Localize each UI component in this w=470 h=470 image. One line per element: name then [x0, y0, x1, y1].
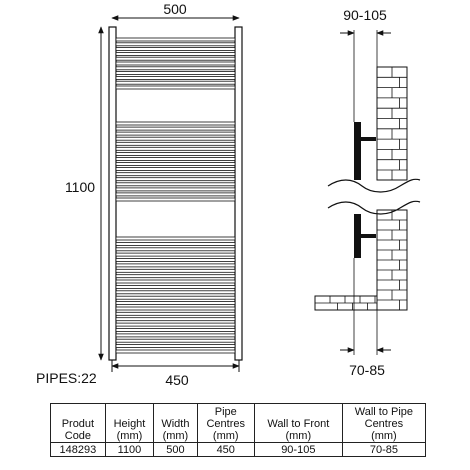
radiator-bar [115, 151, 236, 156]
radiator-bar [115, 295, 236, 300]
radiator-bar [115, 121, 236, 126]
radiator-bar [115, 241, 236, 246]
header-height: Height(mm) [104, 403, 155, 443]
width-dimension: 500 [111, 1, 240, 21]
radiator-bar [115, 71, 236, 75]
radiator-bar [115, 290, 236, 295]
radiator-side-view: 90-105 70-85 [314, 7, 421, 378]
radiator-front-view [108, 26, 243, 361]
radiator-bar [115, 263, 236, 268]
value-width: 500 [153, 442, 198, 457]
break-line-upper [327, 178, 421, 193]
radiator-bar [115, 344, 236, 349]
radiator-bar [115, 301, 236, 306]
radiator-bar [115, 177, 236, 182]
radiator-bar [115, 172, 236, 177]
width-label: 500 [163, 1, 187, 17]
radiator-bar [115, 258, 236, 262]
radiator-bar [115, 322, 236, 327]
radiator-bar [115, 37, 236, 42]
radiator-bar [115, 252, 236, 257]
radiator-bar [115, 187, 236, 192]
radiator-bar [115, 157, 236, 161]
wall-bracket-lower [361, 234, 376, 238]
radiator-bar [115, 47, 236, 51]
value-wall-to-pipe-centres: 70-85 [341, 442, 427, 457]
brick-wall-lower [376, 209, 408, 311]
radiator-bar [115, 311, 236, 316]
radiator-profile-lower [354, 214, 361, 258]
brick-wall-upper [376, 66, 408, 181]
pipes-label: PIPES:22 [36, 370, 97, 386]
header-width: Width(mm) [153, 403, 198, 443]
radiator-bar [115, 42, 236, 47]
right-rail [234, 26, 243, 361]
radiator-bar [115, 136, 236, 141]
radiator-bar [115, 66, 236, 71]
header-wall-to-front: Wall to Front(mm) [253, 403, 343, 443]
floor-ledge-bricks [314, 295, 378, 311]
radiator-bar [115, 328, 236, 332]
radiator-bar [115, 349, 236, 354]
radiator-bar [115, 141, 236, 146]
radiator-bar [115, 146, 236, 151]
value-wall-to-front: 90-105 [253, 442, 343, 457]
radiator-bar [115, 56, 236, 61]
radiator-bar [115, 284, 236, 289]
radiator-bar [115, 80, 236, 85]
wall-bracket-upper [361, 137, 376, 141]
radiator-bar [115, 76, 236, 80]
radiator-bar [115, 162, 236, 166]
pipe-centres-label: 450 [165, 372, 189, 388]
radiator-bar [115, 333, 236, 338]
value-product-code: 148293 [50, 442, 106, 457]
radiator-bar [115, 279, 236, 284]
radiator-bar [115, 182, 236, 187]
radiator-bar [115, 317, 236, 322]
left-rail [108, 26, 117, 361]
wall-to-front-label: 90-105 [343, 7, 387, 23]
value-pipe-centres: 450 [196, 442, 255, 457]
radiator-bar [115, 192, 236, 197]
radiator-bar [115, 338, 236, 343]
radiator-bar [115, 306, 236, 311]
radiator-bar [115, 85, 236, 90]
radiator-profile-upper [354, 122, 361, 180]
radiator-bar [115, 236, 236, 241]
break-line-lower [327, 200, 421, 215]
radiator-bar [115, 61, 236, 66]
spec-value-row: 148293 1100 500 450 90-105 70-85 [50, 442, 427, 457]
radiator-bar [115, 247, 236, 252]
height-label: 1100 [65, 179, 95, 195]
value-height: 1100 [104, 442, 155, 457]
radiator-bar [115, 52, 236, 56]
radiator-bar [115, 126, 236, 131]
radiator-bar [115, 167, 236, 172]
radiator-bar [115, 268, 236, 273]
pipe-centres-dimension: 450 [111, 360, 240, 388]
wall-to-pipe-centres-label: 70-85 [349, 362, 385, 378]
radiator-bar [115, 131, 236, 136]
radiator-bars [115, 37, 236, 354]
radiator-bar [115, 274, 236, 279]
height-dimension: 1100 [65, 26, 104, 361]
radiator-bar [115, 197, 236, 202]
